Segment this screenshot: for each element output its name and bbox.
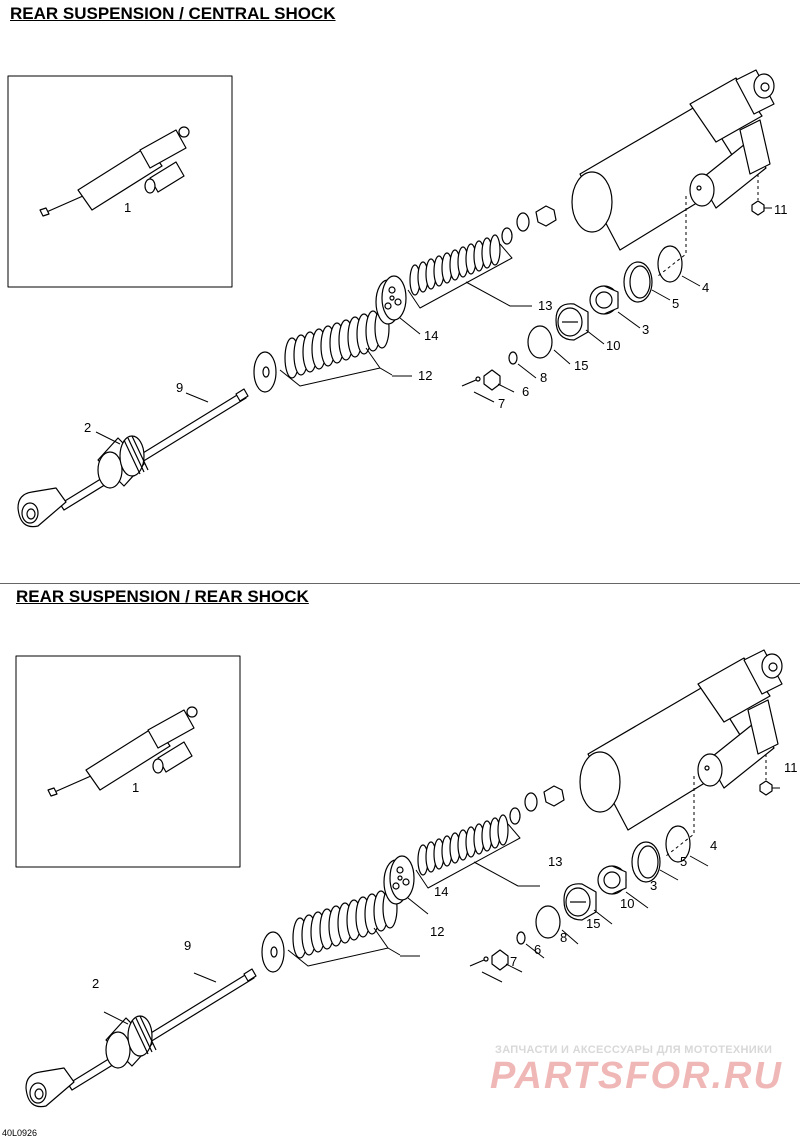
- callout-5: 5: [680, 854, 687, 869]
- callout-2: 2: [92, 976, 99, 991]
- section-1-diagram: 1 2 3 4 5 6 7 8 9 10 11 12 13 14 15: [8, 70, 788, 527]
- callout-13: 13: [548, 854, 562, 869]
- callout-12: 12: [418, 368, 432, 383]
- callout-6: 6: [534, 942, 541, 957]
- callout-6: 6: [522, 384, 529, 399]
- callout-13: 13: [538, 298, 552, 313]
- callout-9: 9: [176, 380, 183, 395]
- callout-10: 10: [620, 896, 634, 911]
- callout-4: 4: [702, 280, 709, 295]
- callout-3: 3: [642, 322, 649, 337]
- callout-1: 1: [124, 200, 131, 215]
- callout-11: 11: [774, 202, 788, 217]
- callout-15: 15: [574, 358, 588, 373]
- callout-9: 9: [184, 938, 191, 953]
- callout-7: 7: [510, 954, 517, 969]
- callout-4: 4: [710, 838, 717, 853]
- callout-14: 14: [424, 328, 438, 343]
- callout-11: 11: [784, 760, 798, 775]
- section-2-diagram: 1 2 3 4 5 6 7 8 9 10 11 12 13 14 15: [16, 650, 798, 1107]
- section-title-central-shock: REAR SUSPENSION / CENTRAL SHOCK: [10, 4, 336, 23]
- callout-1: 1: [132, 780, 139, 795]
- callout-5: 5: [672, 296, 679, 311]
- section-divider: [0, 583, 800, 584]
- section-title-rear-shock: REAR SUSPENSION / REAR SHOCK: [16, 587, 309, 606]
- watermark-logo: PARTSFOR.RU: [490, 1055, 783, 1097]
- callout-10: 10: [606, 338, 620, 353]
- callout-8: 8: [560, 930, 567, 945]
- callout-12: 12: [430, 924, 444, 939]
- callout-15: 15: [586, 916, 600, 931]
- callout-3: 3: [650, 878, 657, 893]
- diagram-code: 40L0926: [2, 1128, 38, 1138]
- callout-2: 2: [84, 420, 91, 435]
- callout-14: 14: [434, 884, 448, 899]
- watermark-subtitle: ЗАПЧАСТИ И АКСЕССУАРЫ ДЛЯ МОТОТЕХНИКИ: [495, 1044, 773, 1056]
- callout-7: 7: [498, 396, 505, 411]
- callout-8: 8: [540, 370, 547, 385]
